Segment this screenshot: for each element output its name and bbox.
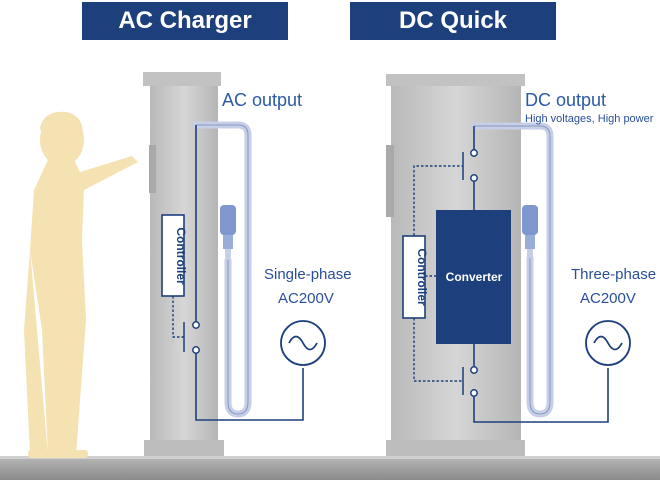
ac-controller-label: Controller: [174, 227, 188, 285]
ac-control-signal: [172, 296, 184, 338]
dc-wiring: [473, 126, 609, 423]
dc-controller-label: Controller: [415, 248, 429, 306]
dc-charger-title: DC Quick Charger: [350, 2, 556, 72]
dc-relay-switch-lower: [462, 366, 478, 397]
dc-control-signals: [413, 165, 463, 382]
ac-supply-label-line1: Single-phase: [264, 266, 352, 283]
dc-converter-label: Converter: [446, 270, 503, 284]
ac-output-label: AC output: [222, 90, 303, 110]
dc-converter-box: [436, 210, 511, 344]
person-silhouette: [24, 111, 138, 458]
ac-controller-box: [161, 214, 185, 297]
dc-supply-label-line2: AC200V: [580, 290, 636, 307]
dc-relay-switch-upper: [462, 149, 478, 182]
ground: [0, 456, 660, 480]
ac-charger-title: AC Charger: [82, 2, 288, 40]
dc-controller-box: [402, 235, 426, 319]
dc-output-label: DC output: [525, 90, 607, 110]
ac-supply-label-line2: AC200V: [278, 290, 334, 307]
dc-output-sublabel: High voltages, High power: [525, 113, 654, 125]
dc-supply-label-line1: Three-phase: [571, 266, 657, 283]
ac-power-source-symbol: [280, 320, 326, 366]
dc-connector-plug: [522, 205, 538, 257]
dc-power-source-symbol: [585, 320, 631, 366]
ac-wiring: [195, 125, 304, 421]
ac-connector-plug: [220, 205, 236, 257]
